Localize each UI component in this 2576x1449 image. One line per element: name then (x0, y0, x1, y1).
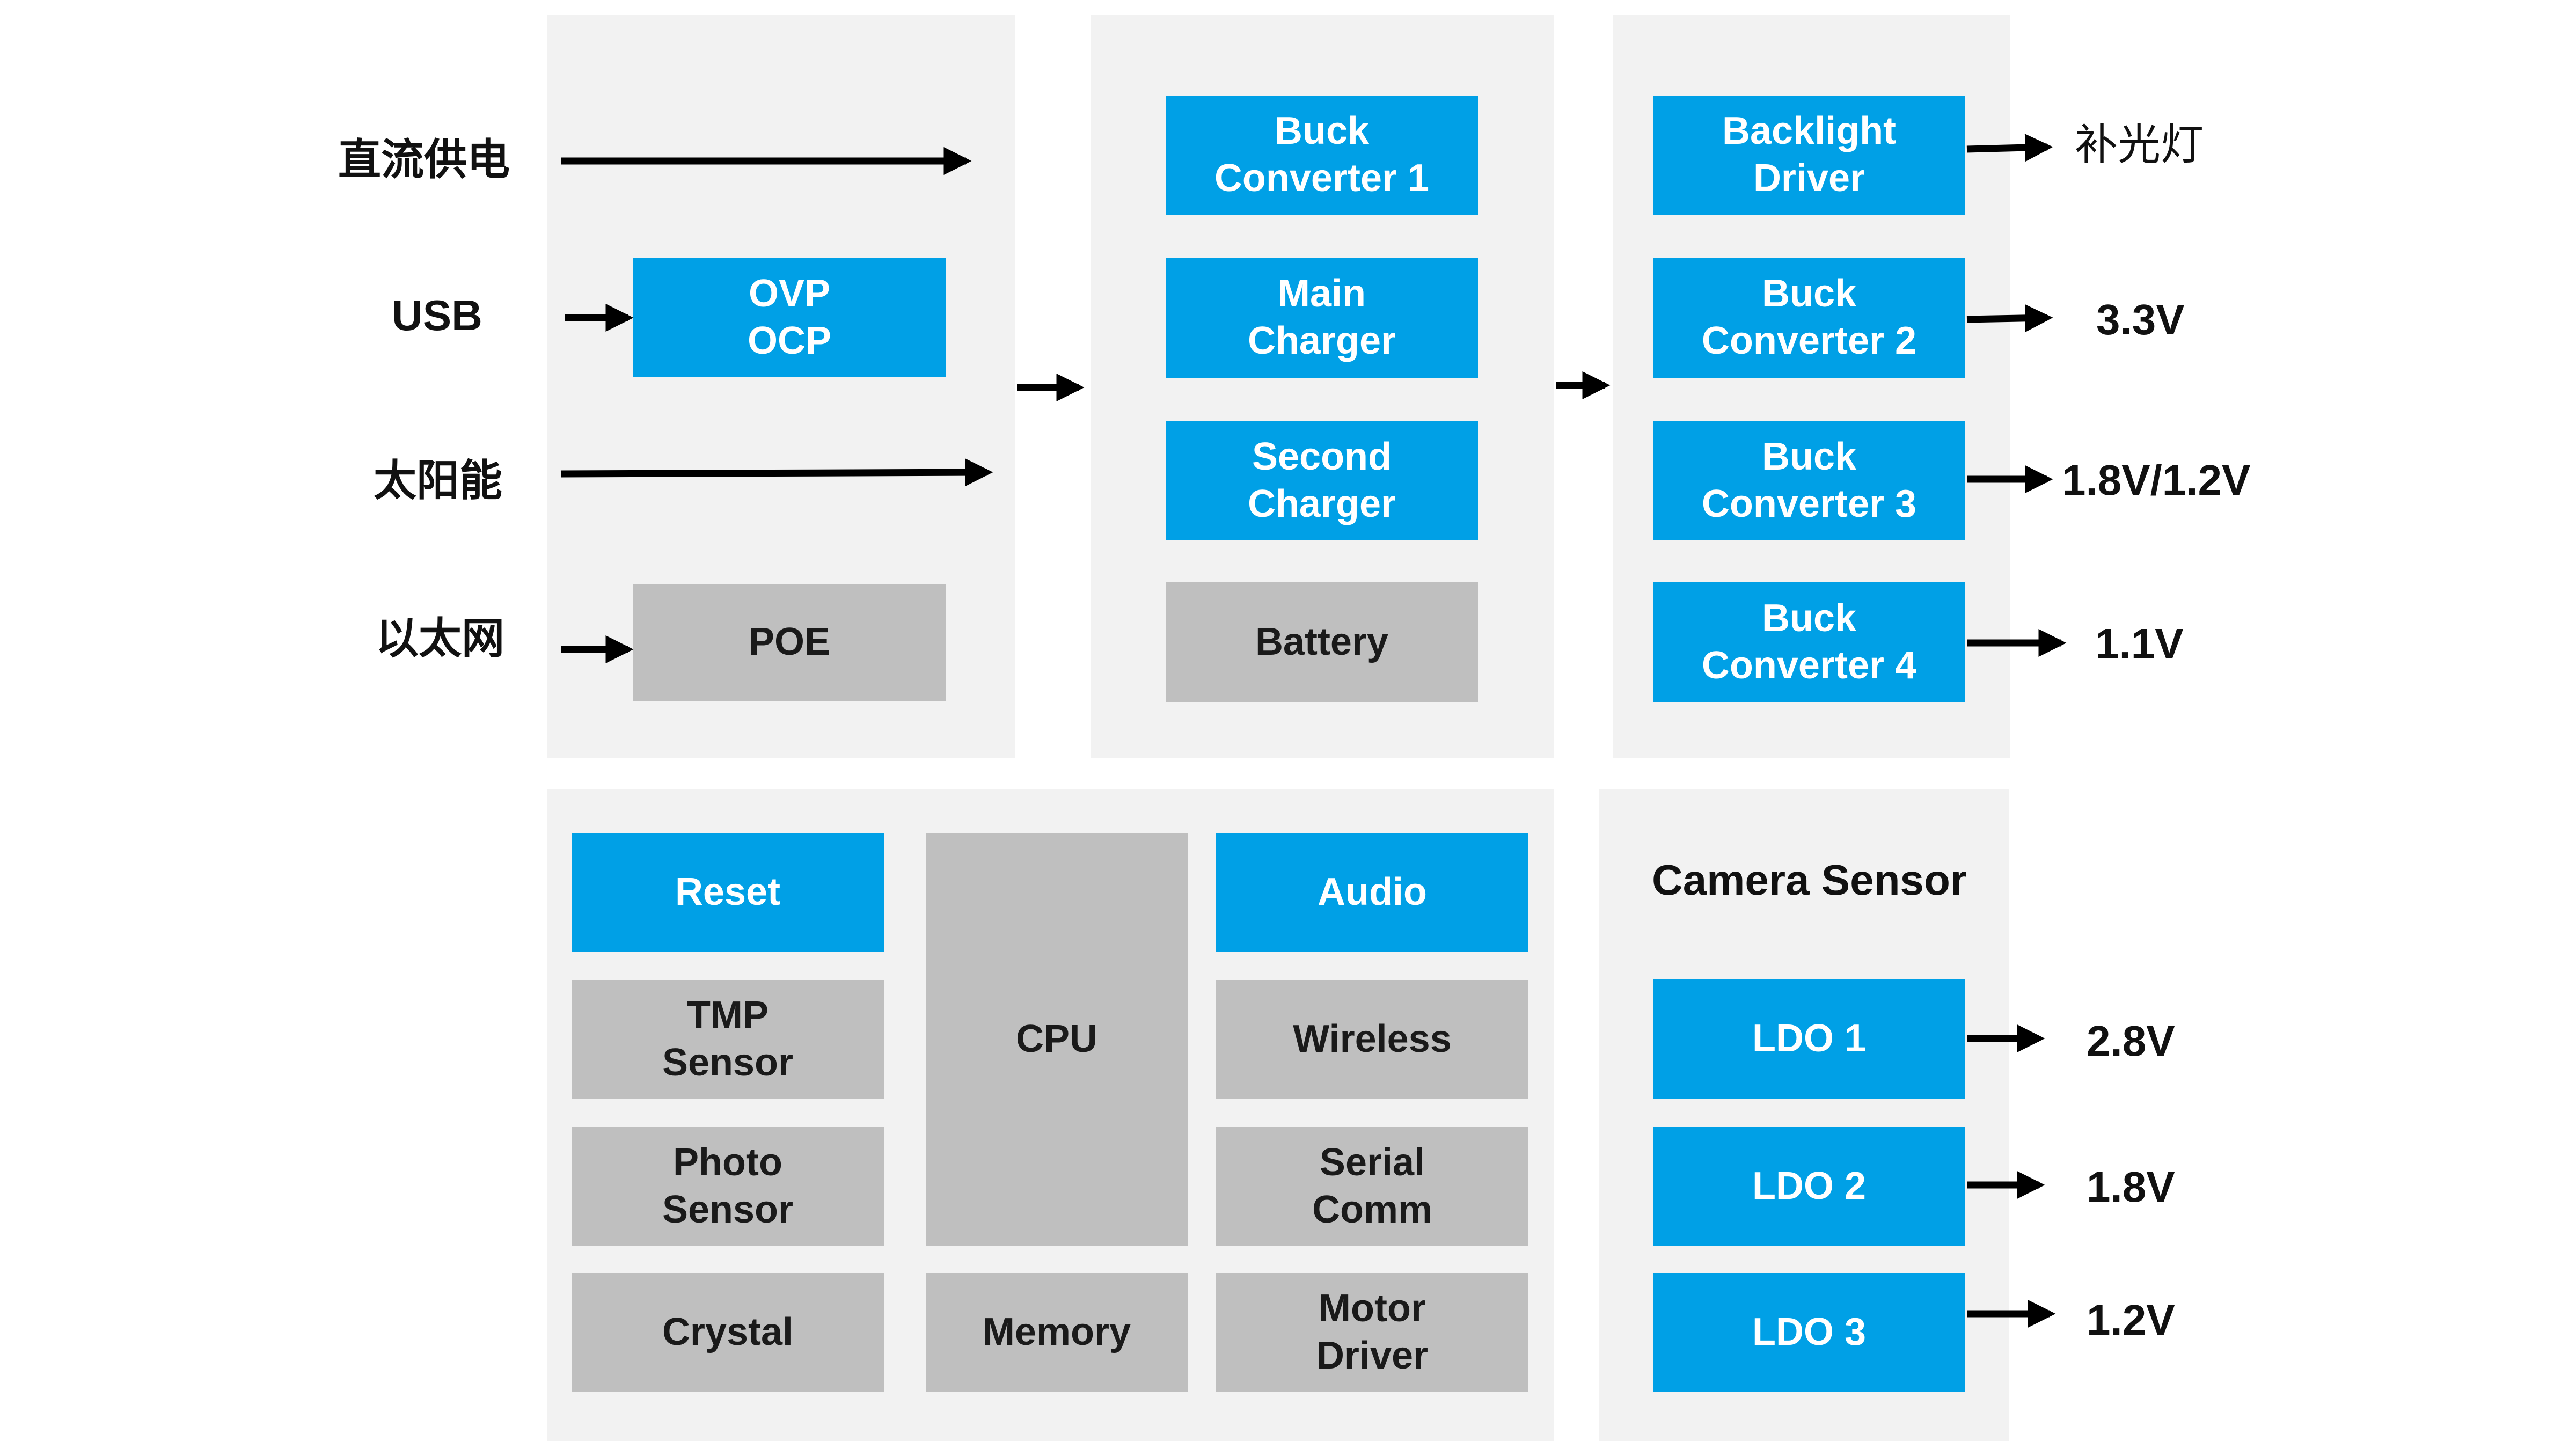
arrow-backlight-out (1966, 134, 2053, 162)
block-label-line: Sensor (662, 1041, 794, 1084)
block-label-line: Buck (1761, 597, 1857, 640)
block-label-line: Main (1277, 272, 1366, 316)
poe-block: POE (633, 584, 946, 701)
input-label-dc: 直流供电 (338, 136, 510, 184)
block-label-line: Converter 4 (1701, 644, 1917, 687)
block-label-line: Battery (1255, 620, 1389, 664)
block-label-line: Driver (1753, 157, 1865, 200)
block-label-line: Motor (1319, 1287, 1426, 1330)
block-label-line: LDO 3 (1752, 1311, 1867, 1354)
block-label-line: Buck (1274, 109, 1370, 153)
output-label-ldo2: 1.8V (2087, 1163, 2175, 1211)
input-label-ethernet: 以太网 (376, 614, 504, 662)
camera-sensor-title: Camera Sensor (1652, 856, 1967, 904)
block-label-line: Charger (1247, 319, 1396, 362)
output-label-3v3: 3.3V (2096, 296, 2185, 343)
output-label-1v1: 1.1V (2095, 620, 2184, 668)
block-label-line: Second (1252, 435, 1392, 479)
block-label-line: Converter 2 (1701, 319, 1917, 362)
block-label-line: Comm (1312, 1188, 1432, 1231)
block-label-line: OVP (748, 272, 831, 315)
block-label-line: Sensor (662, 1188, 794, 1231)
block-label-line: Converter 3 (1701, 482, 1917, 525)
input-label-usb: USB (392, 291, 482, 339)
block-label-line: CPU (1015, 1018, 1097, 1061)
block-label-line: OCP (747, 319, 832, 362)
arrow-solar (560, 458, 993, 487)
ldo-3-block: LDO 3 (1653, 1273, 1965, 1392)
arrow-buck2-out (1966, 304, 2053, 332)
crystal-block: Crystal (572, 1273, 884, 1392)
block-label-line: Driver (1316, 1334, 1429, 1377)
reset-block: Reset (572, 833, 884, 952)
block-label-line: Buck (1761, 272, 1857, 316)
block-label-line: Crystal (662, 1311, 794, 1354)
block-label-line: Wireless (1293, 1018, 1452, 1061)
block-label-line: Serial (1319, 1141, 1425, 1184)
output-label-1v8-1v2: 1.8V/1.2V (2062, 456, 2251, 504)
ldo-1-block: LDO 1 (1653, 979, 1965, 1099)
block-label-line: LDO 1 (1752, 1017, 1867, 1060)
block-label-line: Memory (982, 1311, 1131, 1354)
audio-block: Audio (1216, 833, 1528, 952)
block-label-line: Charger (1247, 482, 1396, 525)
output-label-ldo1: 2.8V (2087, 1017, 2175, 1065)
block-label-line: Photo (673, 1141, 782, 1184)
input-label-solar: 太阳能 (374, 457, 502, 504)
block-label-line: TMP (687, 994, 769, 1037)
battery-block: Battery (1166, 582, 1478, 702)
memory-block: Memory (926, 1273, 1188, 1392)
block-label-line: Converter 1 (1214, 157, 1430, 200)
block-label-line: Audio (1318, 870, 1427, 914)
output-label-ldo3: 1.2V (2087, 1296, 2175, 1344)
ldo-2-block: LDO 2 (1653, 1127, 1965, 1246)
output-label-backlight: 补光灯 (2075, 121, 2204, 169)
wireless-block: Wireless (1216, 980, 1528, 1099)
cpu-block: CPU (926, 833, 1188, 1246)
block-label-line: Buck (1761, 435, 1857, 479)
block-label-line: Backlight (1722, 109, 1897, 153)
block-label-line: LDO 2 (1752, 1165, 1867, 1208)
block-label-line: Reset (675, 870, 781, 914)
block-label-line: POE (748, 620, 831, 664)
